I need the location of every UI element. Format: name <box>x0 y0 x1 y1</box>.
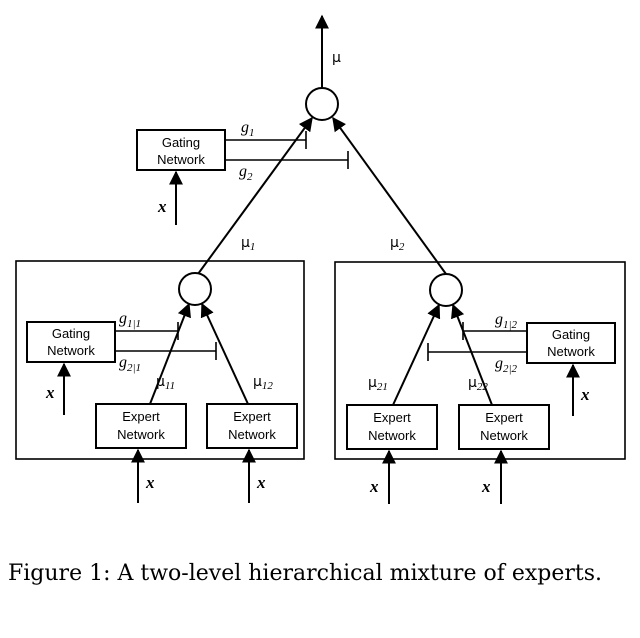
mu1-label: μ1 <box>241 235 255 253</box>
gate-g1-label: g1 <box>241 119 255 139</box>
gate-g2-label: g2 <box>239 163 253 183</box>
left-subtree-frame <box>15 260 305 460</box>
gate-g1-line <box>225 131 307 149</box>
left-gating-label-1: Gating <box>52 326 90 341</box>
expert-11-label-2: Network <box>117 427 165 442</box>
right-gating-label-1: Gating <box>552 327 590 342</box>
expert-12-x-label: x <box>256 473 266 492</box>
diagram-svg: μ Gating Network x g1 g2 μ1 μ2 Gating Ne… <box>15 14 626 504</box>
mu12-label: μ12 <box>253 374 273 392</box>
gate-g22-line <box>427 343 527 361</box>
left-gating-network: Gating Network <box>26 321 116 363</box>
mu2-label: μ2 <box>390 235 405 253</box>
expert-11-x-label: x <box>145 473 155 492</box>
top-gating-label-2: Network <box>157 152 205 167</box>
output-mu-label: μ <box>332 50 341 66</box>
mu12-arrow <box>200 302 249 405</box>
expert-network-22: Expert Network <box>458 404 550 450</box>
expert-12-label-1: Expert <box>233 409 271 424</box>
top-gating-network: Gating Network <box>136 129 226 171</box>
expert-network-11: Expert Network <box>95 403 187 449</box>
right-gating-network: Gating Network <box>526 322 616 364</box>
left-combiner-node <box>178 272 212 306</box>
expert-21-label-2: Network <box>368 428 416 443</box>
expert-22-label-1: Expert <box>485 410 523 425</box>
expert-22-x-label: x <box>481 477 491 496</box>
mu11-label: μ11 <box>156 374 175 392</box>
top-combiner-node <box>305 87 339 121</box>
expert-11-label-1: Expert <box>122 409 160 424</box>
left-gating-label-2: Network <box>47 343 95 358</box>
mu21-arrow <box>392 303 441 406</box>
expert-21-label-1: Expert <box>373 410 411 425</box>
gate-g21-line <box>115 342 217 360</box>
expert-network-21: Expert Network <box>346 404 438 450</box>
gate-g22-label: g2|2 <box>495 355 518 375</box>
mu21-label: μ21 <box>368 375 388 393</box>
right-gating-x-label: x <box>580 385 590 404</box>
gate-g11-label: g1|1 <box>119 310 141 330</box>
right-gating-label-2: Network <box>547 344 595 359</box>
mu2-arrow <box>332 116 447 275</box>
expert-21-x-label: x <box>369 477 379 496</box>
mu1-arrow <box>197 116 313 275</box>
gate-g2-line <box>225 151 349 169</box>
right-subtree-frame <box>334 261 626 460</box>
top-gating-label-1: Gating <box>162 135 200 150</box>
gate-g21-label: g2|1 <box>119 354 141 374</box>
mu22-arrow <box>451 303 493 406</box>
left-gating-x-label: x <box>45 383 55 402</box>
figure-caption: Figure 1: A two-level hierarchical mixtu… <box>8 561 603 586</box>
mu11-arrow <box>149 302 191 405</box>
expert-22-label-2: Network <box>480 428 528 443</box>
right-combiner-node <box>429 273 463 307</box>
mu22-label: μ22 <box>468 375 488 393</box>
top-gating-x-label: x <box>157 197 167 216</box>
expert-12-label-2: Network <box>228 427 276 442</box>
gate-g12-label: g1|2 <box>495 311 518 331</box>
expert-network-12: Expert Network <box>206 403 298 449</box>
